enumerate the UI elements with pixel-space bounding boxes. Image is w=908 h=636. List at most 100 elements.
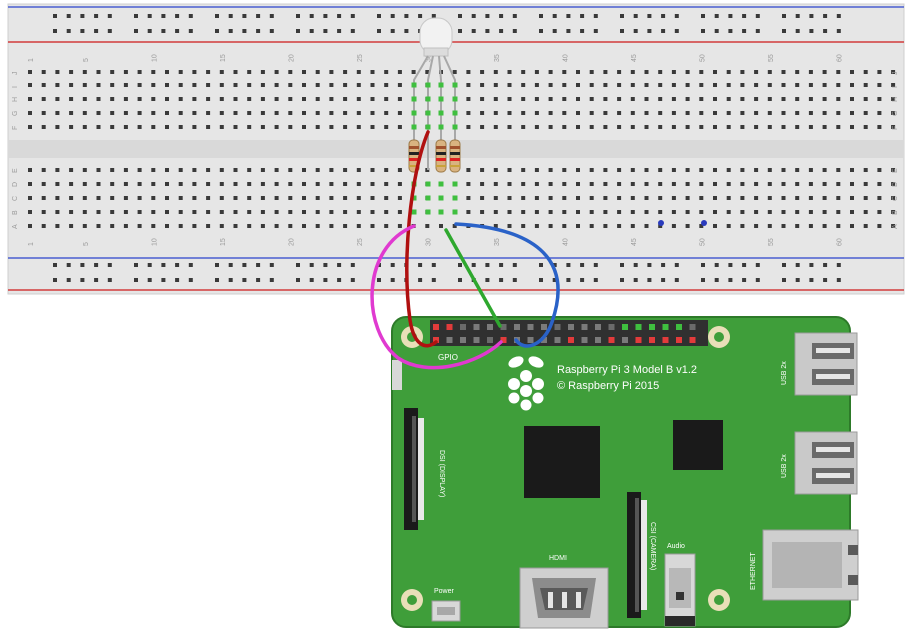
gpio-pin <box>622 337 628 343</box>
rail-hole <box>782 263 786 267</box>
rail-hole <box>714 14 719 18</box>
terminal-hole <box>685 168 690 172</box>
row-label: F <box>892 126 899 130</box>
gpio-pin <box>527 337 534 343</box>
terminal-hole <box>630 111 635 115</box>
terminal-hole <box>808 196 813 200</box>
usb-port-bottom <box>794 431 858 495</box>
column-label: 50 <box>699 238 706 246</box>
terminal-hole <box>713 83 717 87</box>
terminal-hole <box>466 182 471 186</box>
terminal-hole <box>863 83 868 87</box>
terminal-hole <box>192 97 197 101</box>
terminal-hole <box>41 224 46 228</box>
column-label: 20 <box>288 238 295 246</box>
terminal-hole <box>617 168 622 172</box>
gpio-pin <box>554 324 561 330</box>
terminal-hole <box>603 125 608 129</box>
rail-hole <box>175 263 180 267</box>
terminal-hole <box>288 168 293 172</box>
rail-hole <box>418 14 423 18</box>
rail-hole <box>228 263 233 267</box>
terminal-hole <box>767 83 772 87</box>
terminal-hole <box>493 196 498 200</box>
usb-bottom-label: USB 2x <box>781 454 788 478</box>
terminal-hole <box>617 196 622 200</box>
terminal-hole <box>315 111 320 115</box>
rail-hole <box>377 29 381 33</box>
board-title: Raspberry Pi 3 Model B v1.2 <box>557 364 697 376</box>
terminal-hole <box>740 111 745 115</box>
terminal-hole <box>274 168 279 172</box>
rail-hole <box>309 14 314 18</box>
column-label: 25 <box>357 238 364 246</box>
terminal-hole <box>836 196 841 200</box>
column-label: 25 <box>357 54 364 62</box>
rail-hole <box>309 278 314 282</box>
rail-hole <box>323 29 328 33</box>
terminal-hole <box>740 70 745 74</box>
terminal-hole <box>891 224 896 228</box>
rail-hole <box>94 278 99 282</box>
terminal-hole <box>726 168 731 172</box>
gpio-pin <box>473 324 480 330</box>
terminal-hole <box>329 224 334 228</box>
row-label: H <box>892 97 899 102</box>
terminal-hole <box>123 224 128 228</box>
terminal-hole <box>343 196 348 200</box>
terminal-hole <box>630 210 635 214</box>
terminal-hole <box>165 111 169 115</box>
terminal-hole <box>754 125 759 129</box>
terminal-hole <box>69 210 74 214</box>
rail-hole <box>795 263 800 267</box>
terminal-hole <box>466 125 471 129</box>
terminal-hole <box>260 210 265 214</box>
terminal-hole <box>206 111 211 115</box>
terminal-hole <box>658 83 663 87</box>
terminal-hole <box>55 168 60 172</box>
row-label: A <box>892 224 899 229</box>
contact-dot <box>425 195 431 201</box>
terminal-hole <box>28 182 32 186</box>
row-label: F <box>12 126 19 130</box>
terminal-hole <box>822 111 827 115</box>
terminal-hole <box>110 111 115 115</box>
terminal-hole <box>726 224 731 228</box>
terminal-hole <box>713 168 717 172</box>
terminal-hole <box>343 125 348 129</box>
terminal-hole <box>671 70 676 74</box>
terminal-hole <box>576 97 580 101</box>
rail-hole <box>296 14 300 18</box>
terminal-hole <box>699 210 704 214</box>
terminal-hole <box>233 111 238 115</box>
terminal-hole <box>356 111 361 115</box>
terminal-hole <box>507 168 512 172</box>
terminal-hole <box>137 70 142 74</box>
terminal-hole <box>329 182 334 186</box>
terminal-hole <box>137 125 142 129</box>
hdmi-label: HDMI <box>549 555 567 562</box>
terminal-hole <box>466 196 471 200</box>
column-label: 1 <box>28 58 35 62</box>
terminal-hole <box>699 111 704 115</box>
terminal-hole <box>713 97 717 101</box>
terminal-hole <box>850 224 854 228</box>
column-label: 1 <box>28 242 35 246</box>
terminal-hole <box>370 168 375 172</box>
terminal-hole <box>206 210 211 214</box>
rail-hole <box>580 263 585 267</box>
terminal-hole <box>123 97 128 101</box>
rail-hole <box>499 263 504 267</box>
terminal-hole <box>233 210 238 214</box>
terminal-hole <box>110 224 115 228</box>
rail-hole <box>485 278 490 282</box>
terminal-hole <box>713 125 717 129</box>
rail-hole <box>593 278 598 282</box>
terminal-hole <box>110 168 115 172</box>
rail-hole <box>836 14 841 18</box>
contact-dot <box>411 110 417 116</box>
terminal-hole <box>658 224 663 228</box>
rail-hole <box>188 14 193 18</box>
terminal-hole <box>713 224 717 228</box>
row-label: G <box>12 111 19 116</box>
